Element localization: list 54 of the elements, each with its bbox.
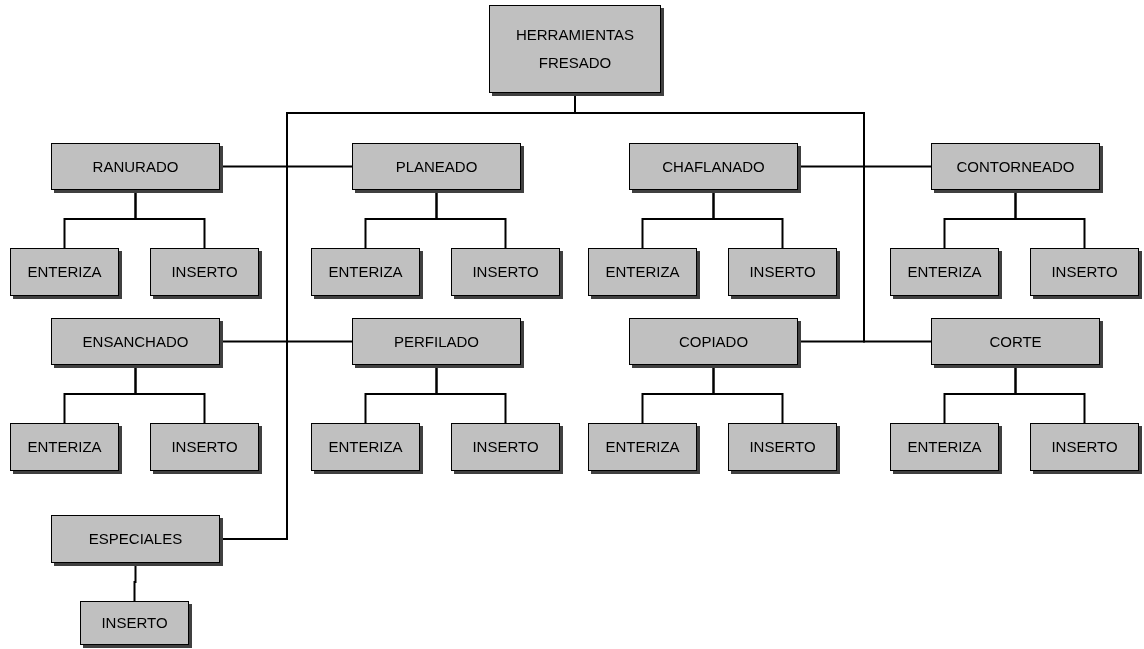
category-box bbox=[10, 423, 119, 471]
category-box bbox=[10, 248, 119, 296]
box-label: PERFILADO bbox=[394, 331, 479, 352]
category-box bbox=[931, 318, 1100, 365]
category-box bbox=[1030, 248, 1139, 296]
box-label: INSERTO bbox=[171, 437, 238, 457]
box-label: PLANEADO bbox=[395, 156, 478, 177]
category-box bbox=[311, 248, 420, 296]
category-box bbox=[51, 318, 220, 365]
category-box bbox=[489, 5, 661, 93]
box-label: ENTERIZA bbox=[907, 262, 982, 282]
category-box bbox=[629, 143, 798, 190]
box-label: CHAFLANADO bbox=[662, 156, 765, 177]
category-box bbox=[311, 423, 420, 471]
category-box bbox=[150, 423, 259, 471]
box-label: ENTERIZA bbox=[27, 262, 102, 282]
category-box bbox=[728, 423, 837, 471]
category-box bbox=[352, 318, 521, 365]
box-label: INSERTO bbox=[749, 262, 816, 282]
category-box bbox=[890, 423, 999, 471]
category-box bbox=[51, 515, 220, 563]
box-label: ENTERIZA bbox=[605, 437, 680, 457]
box-label: HERRAMIENTAS FRESADO bbox=[514, 25, 636, 73]
box-label: INSERTO bbox=[101, 613, 168, 633]
category-box bbox=[80, 601, 189, 645]
box-label: ENTERIZA bbox=[328, 437, 403, 457]
box-label: ENTERIZA bbox=[907, 437, 982, 457]
box-label: INSERTO bbox=[171, 262, 238, 282]
box-label: ENSANCHADO bbox=[82, 331, 189, 352]
category-box bbox=[1030, 423, 1139, 471]
box-label: CORTE bbox=[989, 331, 1042, 352]
category-box bbox=[588, 423, 697, 471]
category-box bbox=[728, 248, 837, 296]
category-box bbox=[451, 248, 560, 296]
category-box bbox=[150, 248, 259, 296]
category-box bbox=[451, 423, 560, 471]
category-box bbox=[931, 143, 1100, 190]
box-label: INSERTO bbox=[472, 262, 539, 282]
box-label: CONTORNEADO bbox=[956, 156, 1075, 177]
category-box bbox=[890, 248, 999, 296]
category-box bbox=[588, 248, 697, 296]
box-label: INSERTO bbox=[749, 437, 816, 457]
box-label: ENTERIZA bbox=[328, 262, 403, 282]
category-box bbox=[51, 143, 220, 190]
box-label: COPIADO bbox=[678, 331, 749, 352]
category-box bbox=[629, 318, 798, 365]
box-label: ESPECIALES bbox=[88, 529, 183, 549]
box-label: INSERTO bbox=[1051, 437, 1118, 457]
box-label: INSERTO bbox=[472, 437, 539, 457]
category-box bbox=[352, 143, 521, 190]
box-label: ENTERIZA bbox=[27, 437, 102, 457]
box-label: INSERTO bbox=[1051, 262, 1118, 282]
box-label: ENTERIZA bbox=[605, 262, 680, 282]
box-label: RANURADO bbox=[92, 156, 179, 177]
